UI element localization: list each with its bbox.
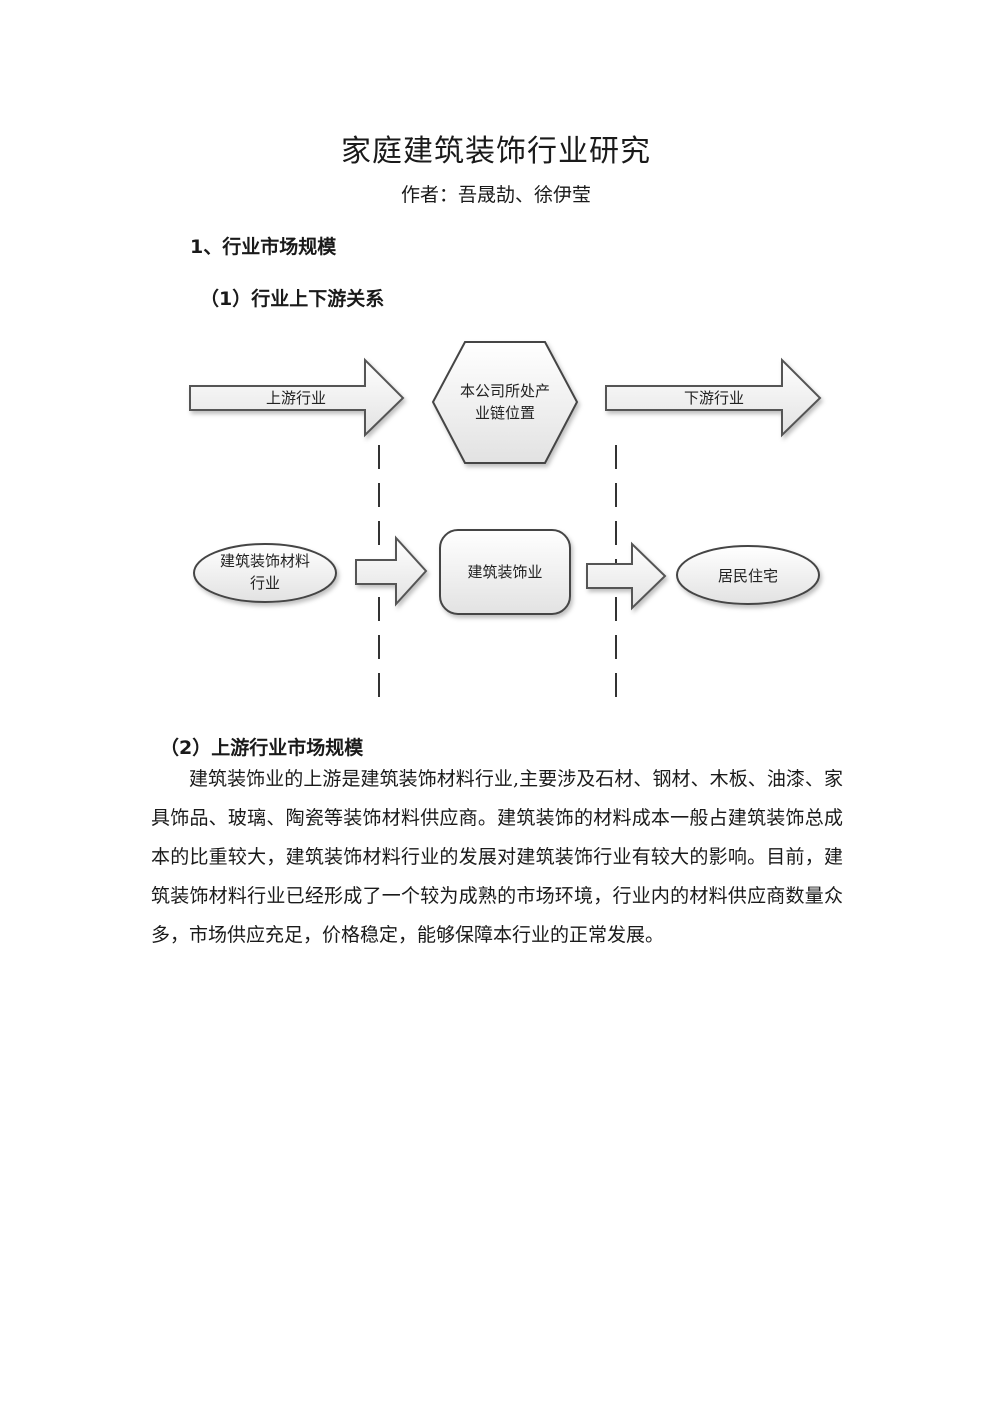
body-paragraph: 建筑装饰业的上游是建筑装饰材料行业,主要涉及石材、钢材、木板、油漆、家具饰品、玻… bbox=[151, 768, 843, 946]
upstream-arrow bbox=[189, 357, 405, 438]
company-hex-label-line2: 业链位置 bbox=[475, 404, 535, 422]
downstream-arrow bbox=[605, 357, 822, 438]
subsection-heading-2: （2）上游行业市场规模 bbox=[160, 737, 364, 759]
residence-ellipse bbox=[676, 545, 820, 605]
company-position-hexagon bbox=[431, 341, 579, 464]
residence-label: 居民住宅 bbox=[718, 567, 778, 585]
downstream-arrow-label: 下游行业 bbox=[684, 389, 744, 407]
industry-chain-diagram: 上游行业 本公司所处产 业链位置 下游行业 建筑装饰材料 行业 建筑装饰业 居民… bbox=[189, 341, 822, 705]
arrow-to-decoration bbox=[355, 535, 428, 607]
author-line: 作者：吾晟劼、徐伊莹 bbox=[400, 184, 591, 206]
materials-label-line1: 建筑装饰材料 bbox=[220, 552, 310, 570]
decoration-label: 建筑装饰业 bbox=[467, 563, 542, 581]
subsection-heading-1: （1）行业上下游关系 bbox=[200, 288, 385, 310]
materials-label-line2: 行业 bbox=[250, 574, 280, 592]
decoration-industry-box bbox=[439, 529, 571, 615]
company-hex-label-line1: 本公司所处产 bbox=[460, 382, 550, 400]
upstream-arrow-label: 上游行业 bbox=[266, 389, 326, 407]
section-heading: 1、行业市场规模 bbox=[190, 236, 337, 258]
materials-industry-ellipse bbox=[193, 543, 337, 603]
document-title: 家庭建筑装饰行业研究 bbox=[341, 134, 651, 169]
arrow-to-residence bbox=[586, 541, 667, 611]
